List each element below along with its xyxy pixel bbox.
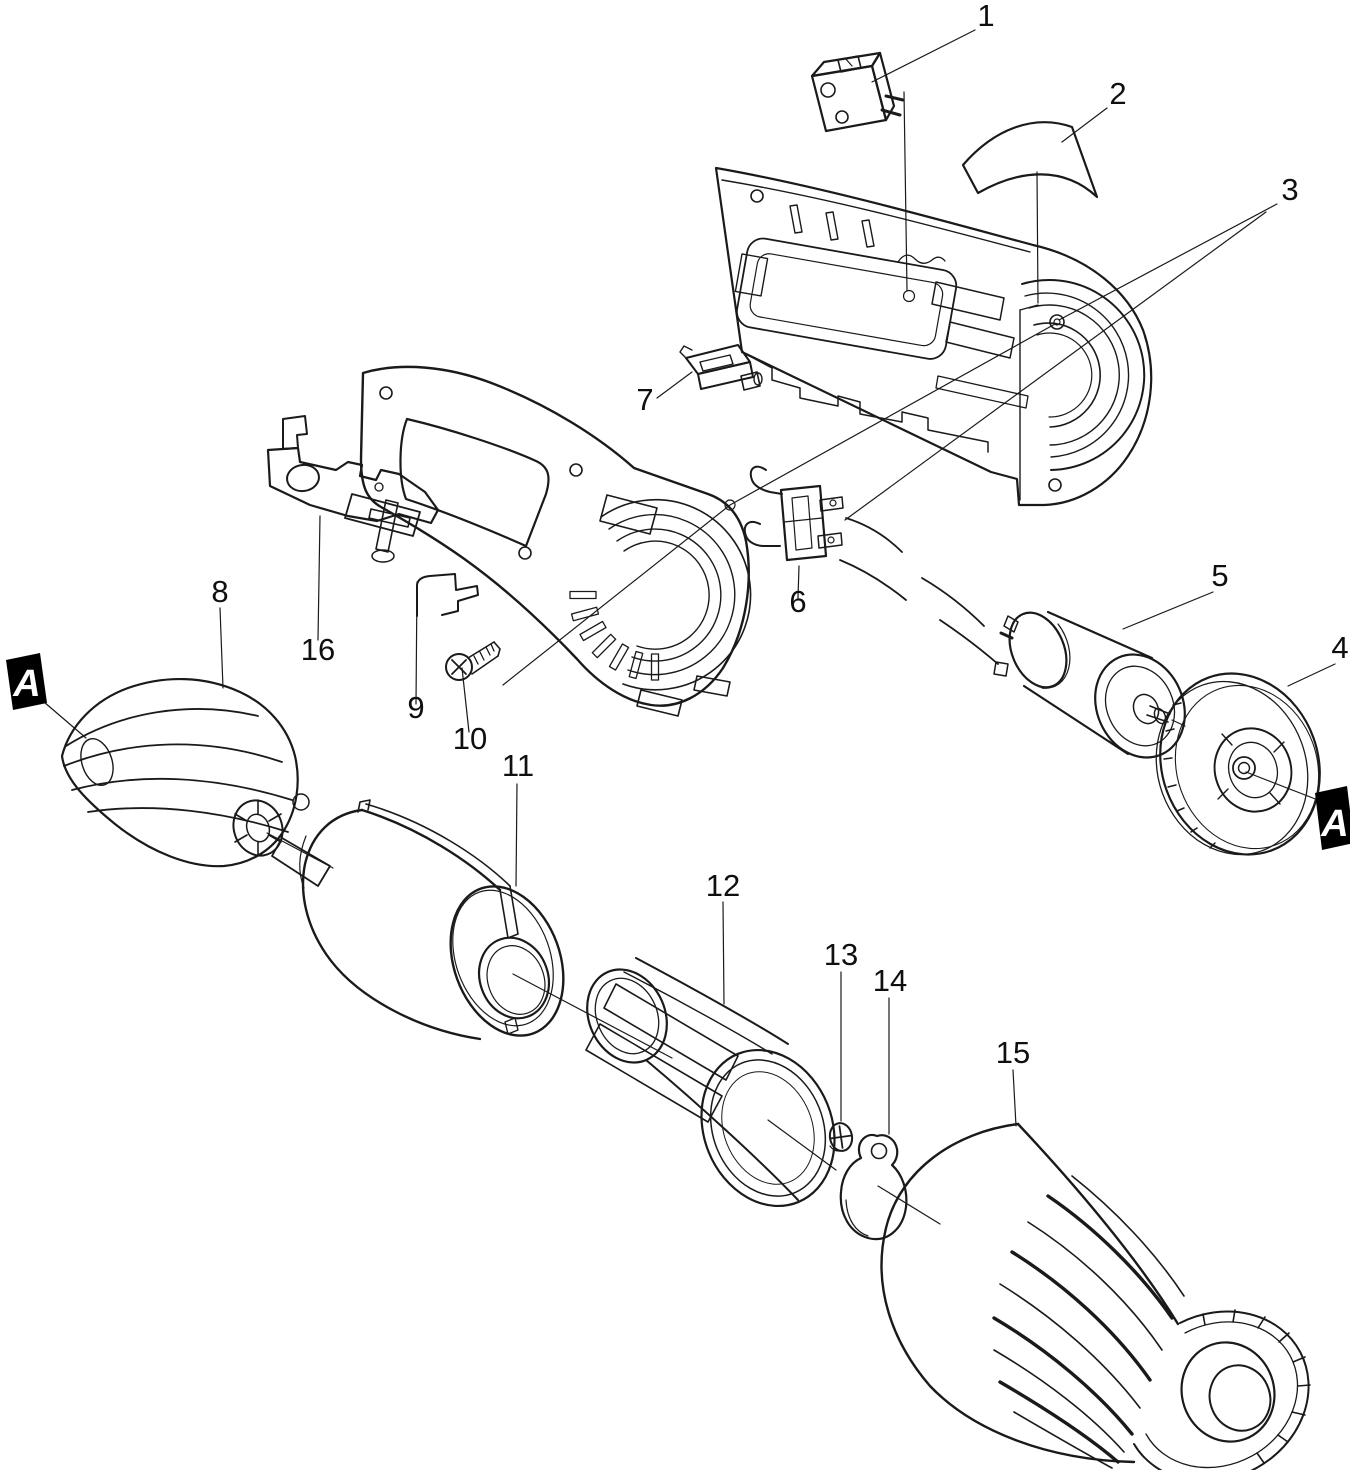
callout-7: 7 [636, 382, 653, 417]
part-14-cover-cap-drawing [839, 1133, 908, 1241]
assembly-motion-arcs [839, 517, 999, 665]
callout-12: 12 [706, 868, 740, 903]
part-13-screw-drawing [828, 1122, 854, 1152]
part-15-front-cover-drawing [880, 1122, 1311, 1470]
callout-6: 6 [789, 584, 806, 619]
part-3-housing-right-drawing [714, 166, 1153, 507]
part-2-label-drawing [961, 121, 1099, 199]
part-1-micro-switch-drawing [810, 51, 905, 133]
part-4-fan-impeller-drawing [1155, 672, 1321, 856]
section-marker-a-left: A [6, 653, 47, 710]
part-6-terminal-block-drawing [743, 465, 844, 562]
callout-11: 11 [502, 748, 534, 783]
section-marker-a-right: A [1315, 786, 1350, 850]
callout-9: 9 [407, 690, 424, 725]
housing-left-half-drawing [359, 365, 752, 717]
callout-2: 2 [1109, 76, 1126, 111]
callout-labels: 1 2 3 4 5 6 7 8 9 10 11 12 13 14 15 16 [211, 0, 1348, 1070]
section-marker-a-right-label: A [1320, 803, 1348, 845]
part-12-filter-frame-drawing [585, 957, 836, 1208]
callout-10: 10 [453, 721, 487, 756]
section-marker-a-left-label: A [12, 663, 40, 705]
callout-1: 1 [977, 0, 994, 33]
part-7-latch-button-drawing [679, 344, 763, 391]
callout-13: 13 [824, 937, 858, 972]
callout-8: 8 [211, 574, 228, 609]
callout-5: 5 [1211, 558, 1228, 593]
callout-15: 15 [996, 1035, 1030, 1070]
part-10-screw-drawing [445, 641, 501, 681]
part-11-cloth-filter-drawing [299, 799, 565, 1041]
part-5-motor-drawing [993, 610, 1186, 759]
callout-4: 4 [1331, 630, 1348, 665]
callout-16: 16 [301, 632, 335, 667]
callout-14: 14 [873, 963, 907, 998]
part-16-hanger-bracket-drawing [266, 415, 440, 563]
part-8-filter-cage-drawing [60, 677, 331, 887]
part-9-spring-clip-drawing [416, 573, 479, 617]
leader-lines [43, 29, 1336, 1225]
callout-3: 3 [1281, 172, 1298, 207]
